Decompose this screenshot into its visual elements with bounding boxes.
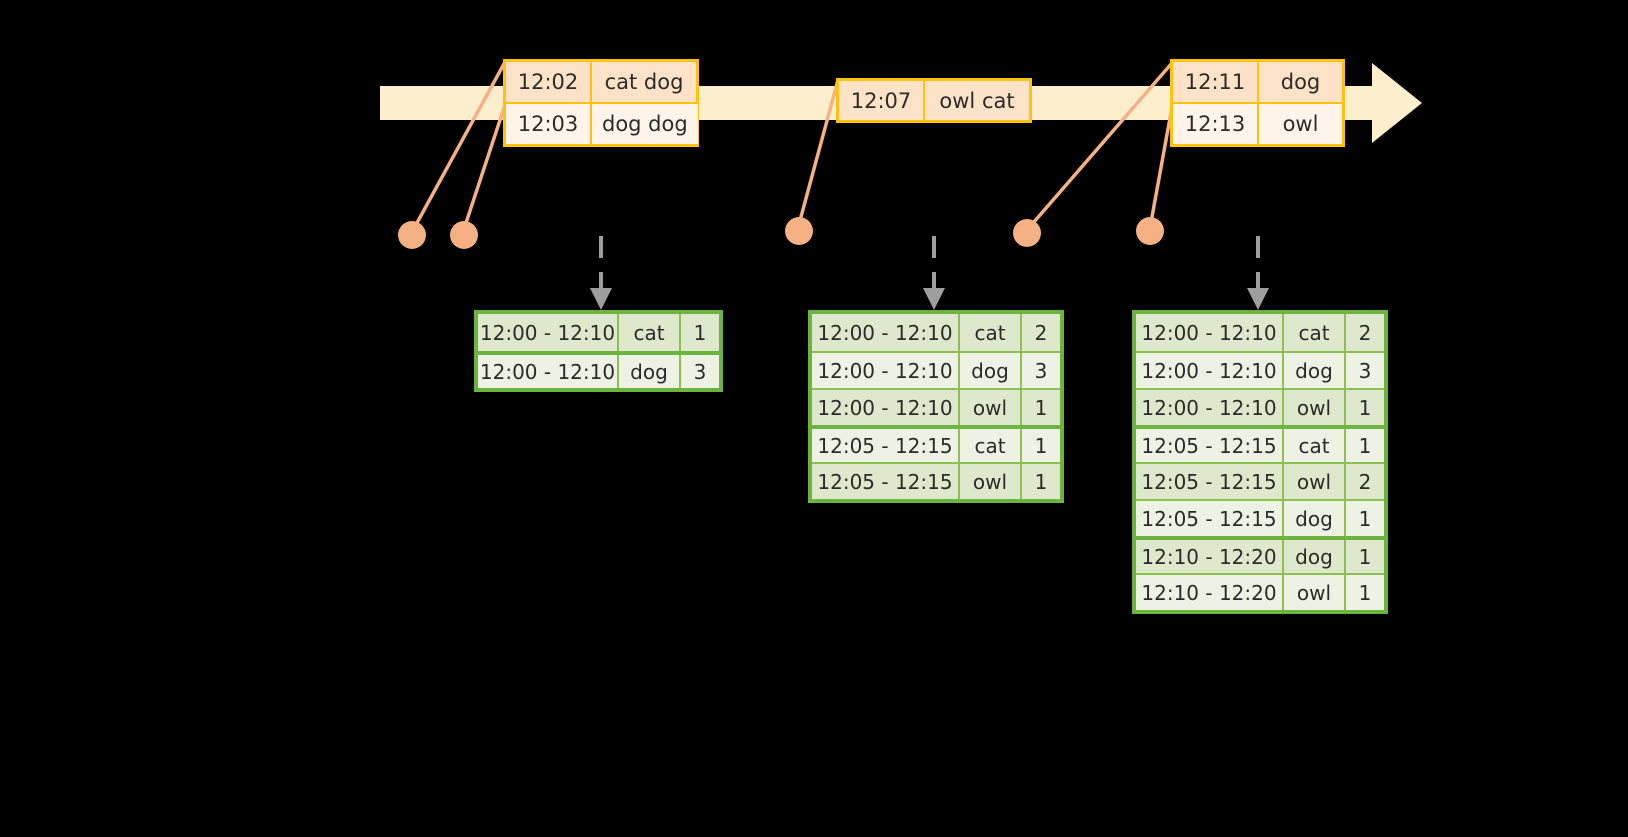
table-row: 12:10 - 12:20 owl 1 xyxy=(1136,573,1384,610)
event-time: 12:03 xyxy=(506,104,592,144)
key-cell: dog xyxy=(1284,501,1346,536)
window-cell: 12:05 - 12:15 xyxy=(1136,464,1284,499)
count-cell: 2 xyxy=(1346,314,1384,351)
dashed-arrows xyxy=(590,236,1269,310)
table-row: 12:00 - 12:10 owl 1 xyxy=(812,388,1060,425)
table-row: 12:05 - 12:15 dog 1 xyxy=(1136,499,1384,536)
window-cell: 12:00 - 12:10 xyxy=(1136,353,1284,388)
count-cell: 2 xyxy=(1346,464,1384,499)
key-cell: cat xyxy=(619,314,681,351)
count-cell: 1 xyxy=(1346,390,1384,425)
window-cell: 12:00 - 12:10 xyxy=(478,314,619,351)
count-cell: 1 xyxy=(1346,540,1384,573)
key-cell: owl xyxy=(1284,464,1346,499)
event-box-1[interactable]: 12:02 cat dog 12:03 dog dog xyxy=(503,59,699,147)
key-cell: dog xyxy=(619,355,681,388)
key-cell: cat xyxy=(1284,429,1346,462)
key-cell: owl xyxy=(1284,575,1346,610)
key-cell: cat xyxy=(1284,314,1346,351)
window-cell: 12:00 - 12:10 xyxy=(812,314,960,351)
count-cell: 3 xyxy=(681,355,719,388)
event-box-3[interactable]: 12:11 dog 12:13 owl xyxy=(1170,59,1345,147)
key-cell: owl xyxy=(1284,390,1346,425)
event-dot-4 xyxy=(1013,219,1041,247)
window-cell: 12:05 - 12:15 xyxy=(812,429,960,462)
event-time: 12:11 xyxy=(1173,62,1259,102)
table-row: 12:10 - 12:20 dog 1 xyxy=(1136,536,1384,573)
event-text: dog dog xyxy=(592,104,698,144)
event-text: owl cat xyxy=(925,81,1029,120)
key-cell: dog xyxy=(960,353,1022,388)
event-dot-3 xyxy=(785,217,813,245)
table-row: 12:00 - 12:10 cat 2 xyxy=(1136,314,1384,351)
dashed-arrow-2 xyxy=(923,236,945,310)
count-cell: 3 xyxy=(1022,353,1060,388)
key-cell: dog xyxy=(1284,353,1346,388)
window-cell: 12:00 - 12:10 xyxy=(812,390,960,425)
window-cell: 12:00 - 12:10 xyxy=(478,355,619,388)
window-cell: 12:10 - 12:20 xyxy=(1136,540,1284,573)
count-cell: 3 xyxy=(1346,353,1384,388)
event-dot-2 xyxy=(450,221,478,249)
dashed-arrow-1 xyxy=(590,236,612,310)
event-text: dog xyxy=(1259,62,1342,102)
count-cell: 1 xyxy=(1346,501,1384,536)
window-cell: 12:00 - 12:10 xyxy=(812,353,960,388)
window-cell: 12:00 - 12:10 xyxy=(1136,314,1284,351)
count-cell: 1 xyxy=(681,314,719,351)
event-row: 12:02 cat dog xyxy=(506,62,696,102)
key-cell: owl xyxy=(960,464,1022,499)
key-cell: owl xyxy=(960,390,1022,425)
event-row: 12:13 owl xyxy=(1173,102,1342,144)
table-row: 12:00 - 12:10 dog 3 xyxy=(1136,351,1384,388)
window-cell: 12:05 - 12:15 xyxy=(1136,429,1284,462)
event-dot-1 xyxy=(398,221,426,249)
event-dot-5 xyxy=(1136,217,1164,245)
dashed-arrow-3 xyxy=(1247,236,1269,310)
count-cell: 1 xyxy=(1022,429,1060,462)
table-row: 12:00 - 12:10 cat 2 xyxy=(812,314,1060,351)
table-row: 12:00 - 12:10 dog 3 xyxy=(812,351,1060,388)
count-cell: 1 xyxy=(1022,464,1060,499)
event-row: 12:11 dog xyxy=(1173,62,1342,102)
key-cell: cat xyxy=(960,429,1022,462)
key-cell: dog xyxy=(1284,540,1346,573)
table-row: 12:05 - 12:15 cat 1 xyxy=(1136,425,1384,462)
count-cell: 2 xyxy=(1022,314,1060,351)
event-text: owl xyxy=(1259,104,1342,144)
table-row: 12:00 - 12:10 dog 3 xyxy=(478,351,719,388)
table-row: 12:05 - 12:15 owl 1 xyxy=(812,462,1060,499)
event-row: 12:07 owl cat xyxy=(839,81,1029,120)
window-cell: 12:05 - 12:15 xyxy=(812,464,960,499)
result-table-1[interactable]: 12:00 - 12:10 cat 1 12:00 - 12:10 dog 3 xyxy=(474,310,723,392)
count-cell: 1 xyxy=(1346,575,1384,610)
count-cell: 1 xyxy=(1346,429,1384,462)
table-row: 12:00 - 12:10 owl 1 xyxy=(1136,388,1384,425)
window-cell: 12:10 - 12:20 xyxy=(1136,575,1284,610)
event-text: cat dog xyxy=(592,62,696,102)
window-cell: 12:05 - 12:15 xyxy=(1136,501,1284,536)
result-table-2[interactable]: 12:00 - 12:10 cat 2 12:00 - 12:10 dog 3 … xyxy=(808,310,1064,503)
count-cell: 1 xyxy=(1022,390,1060,425)
event-time: 12:13 xyxy=(1173,104,1259,144)
table-row: 12:00 - 12:10 cat 1 xyxy=(478,314,719,351)
event-box-2[interactable]: 12:07 owl cat xyxy=(836,78,1032,123)
table-row: 12:05 - 12:15 cat 1 xyxy=(812,425,1060,462)
table-row: 12:05 - 12:15 owl 2 xyxy=(1136,462,1384,499)
key-cell: cat xyxy=(960,314,1022,351)
window-cell: 12:00 - 12:10 xyxy=(1136,390,1284,425)
event-row: 12:03 dog dog xyxy=(506,102,698,144)
event-time: 12:02 xyxy=(506,62,592,102)
result-table-3[interactable]: 12:00 - 12:10 cat 2 12:00 - 12:10 dog 3 … xyxy=(1132,310,1388,614)
event-time: 12:07 xyxy=(839,81,925,120)
